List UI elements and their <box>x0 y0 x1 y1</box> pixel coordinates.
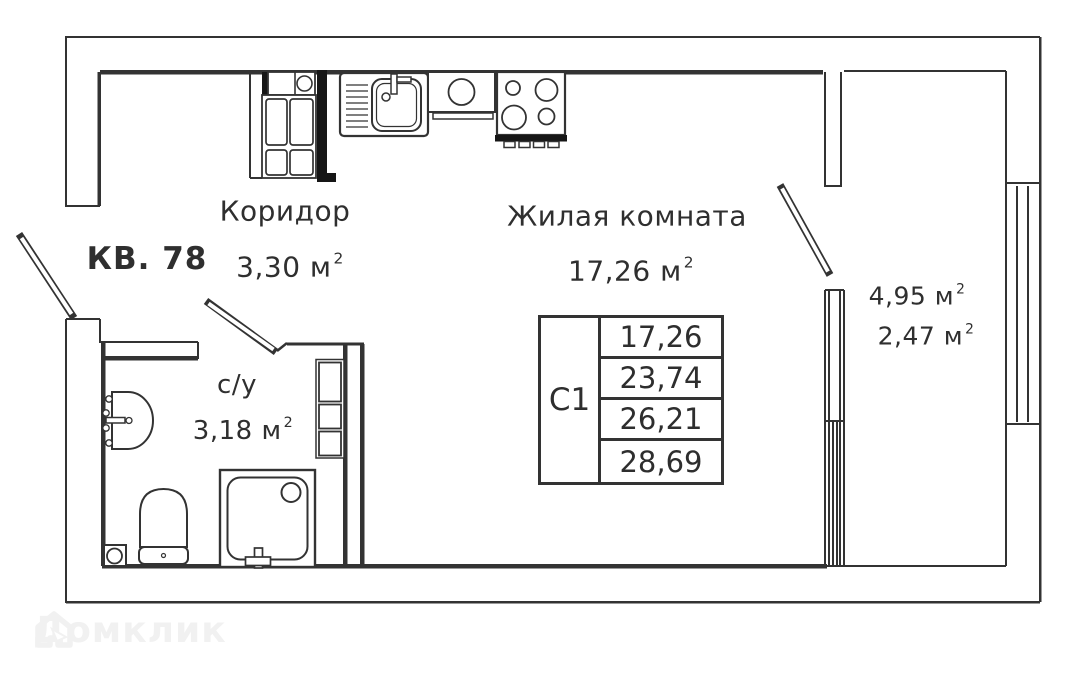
bathroom-name-label: с/у <box>217 370 257 400</box>
table-row: 28,69 <box>619 444 703 479</box>
wardrobe-symbol <box>261 71 317 179</box>
stove-symbol <box>495 70 567 149</box>
floor-drain-symbol <box>103 544 127 567</box>
counter-symbol <box>427 71 496 120</box>
black-partitions <box>262 70 336 182</box>
living-area-value: 17,26 м <box>568 254 682 288</box>
balcony-door-leaf <box>776 183 834 277</box>
bathroom-door-leaf <box>203 297 279 356</box>
shower-symbol <box>218 468 317 569</box>
bath-cabinet-symbol <box>315 358 345 459</box>
apartment-number-label: КВ. 78 <box>86 241 208 277</box>
bathroom-area-sup: 2 <box>283 415 294 432</box>
living-room-name-label: Жилая комната <box>507 199 747 233</box>
kitchen-sink-symbol <box>338 71 430 138</box>
corridor-name-label: Коридор <box>219 194 351 228</box>
table-row: 26,21 <box>601 400 721 441</box>
balcony-half-area-value: 2,47 м <box>877 321 964 351</box>
bathroom-area-value: 3,18 м <box>192 416 282 446</box>
watermark: Домклик <box>33 610 227 651</box>
corridor-area-sup: 2 <box>333 249 344 268</box>
toilet-symbol <box>138 487 189 565</box>
table-row: 23,74 <box>601 359 721 400</box>
balcony-full-area-value: 4,95 м <box>868 281 955 311</box>
apartment-areas-table: С1 17,26 23,74 26,21 28,69 <box>538 315 724 485</box>
corridor-area-value: 3,30 м <box>236 250 332 284</box>
table-plan-type-cell: С1 <box>541 318 601 482</box>
balcony-full-area-sup: 2 <box>956 281 966 298</box>
washbasin-symbol <box>102 391 154 450</box>
house-logo-icon <box>35 611 73 648</box>
table-row: 17,26 <box>601 318 721 359</box>
balcony-half-area-sup: 2 <box>965 321 975 338</box>
living-area-sup: 2 <box>683 253 694 272</box>
entrance-door-leaf <box>15 231 78 321</box>
